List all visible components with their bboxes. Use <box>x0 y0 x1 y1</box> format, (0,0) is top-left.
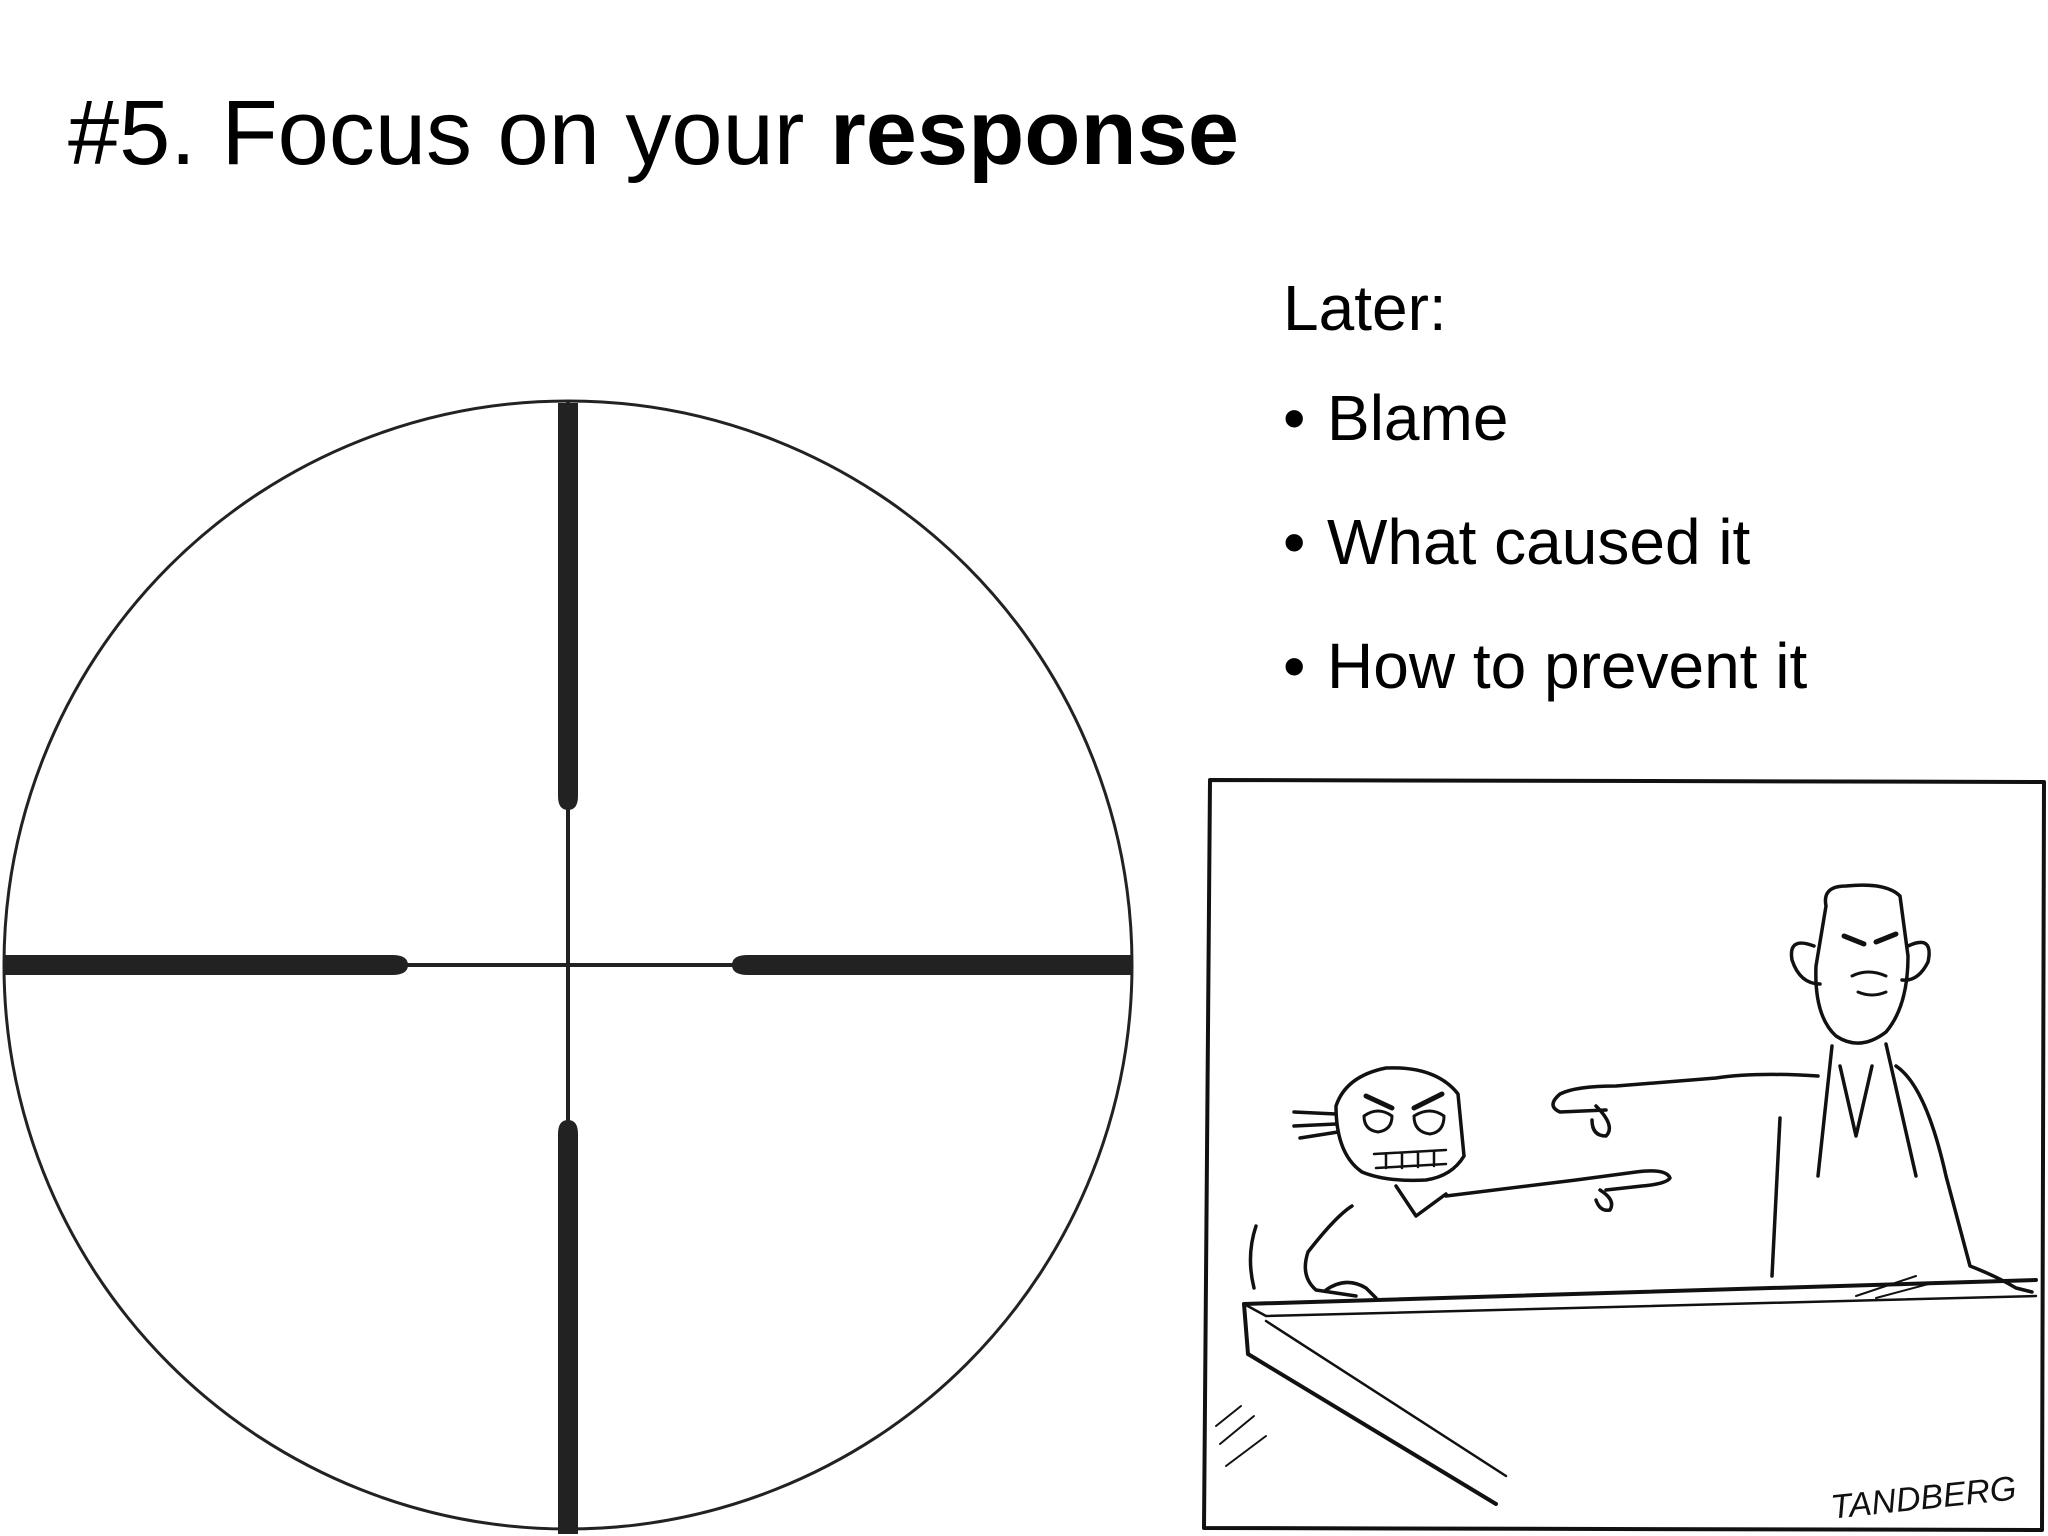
reticle-post-bottom <box>558 1120 578 1534</box>
bullet-text: What caused it <box>1327 506 1751 578</box>
bullet-dot: • <box>1283 630 1306 702</box>
table-drawing <box>1215 1275 2038 1506</box>
bullet-dot: • <box>1283 382 1306 454</box>
cartoon-frame <box>1202 778 2046 1532</box>
seated-man-drawing <box>1248 1066 1672 1300</box>
bullet-list: • Blame • What caused it • How to prevent i… <box>1283 380 1807 752</box>
title-emphasis: response <box>829 82 1240 184</box>
blame-cartoon-illustration: TANDBERG <box>1202 778 2046 1532</box>
reticle-post-top <box>558 403 578 810</box>
standing-man-drawing <box>1551 883 2034 1294</box>
bullet-item: • Blame <box>1283 380 1807 504</box>
cartoon-signature: TANDBERG <box>1829 1469 2018 1526</box>
title-prefix: #5. Focus on your <box>68 82 830 184</box>
bullet-item: • What caused it <box>1283 504 1807 628</box>
bullet-text: How to prevent it <box>1327 630 1808 702</box>
bullet-text: Blame <box>1327 382 1509 454</box>
reticle-post-left <box>4 955 408 975</box>
slide-title: #5. Focus on your response <box>68 78 1239 188</box>
crosshair-reticle-icon <box>2 399 1134 1534</box>
bullet-dot: • <box>1283 506 1306 578</box>
reticle-post-right <box>732 955 1132 975</box>
later-label: Later: <box>1283 272 1447 344</box>
bullet-item: • How to prevent it <box>1283 628 1807 752</box>
